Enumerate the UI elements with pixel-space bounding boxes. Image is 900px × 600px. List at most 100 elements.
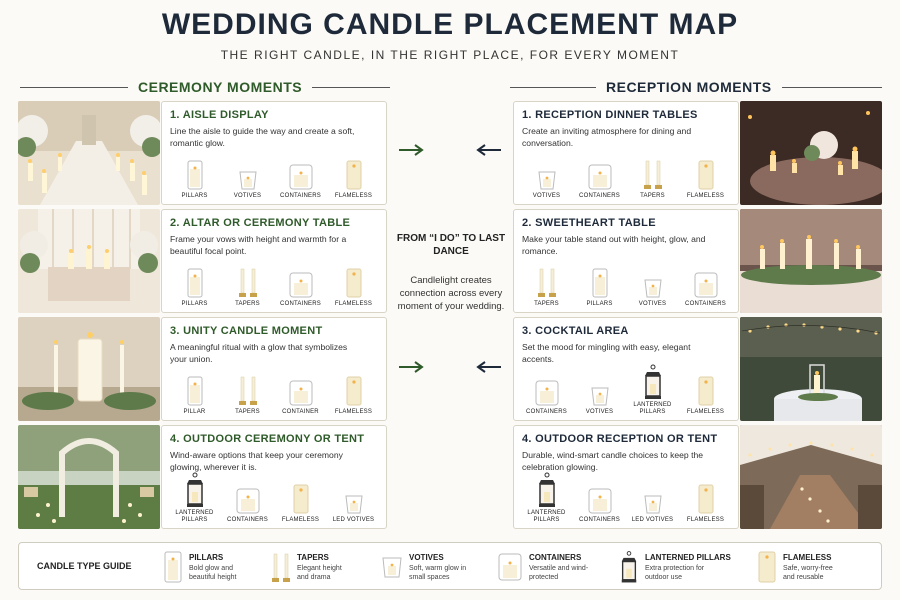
icon-label: CONTAINERS	[227, 517, 268, 523]
flameless-candle-icon	[346, 160, 361, 190]
icon-label: CONTAINERS	[579, 517, 620, 523]
icon-label: CONTAINERS	[685, 301, 726, 307]
votive-candle-icon	[643, 495, 662, 514]
guide-item-pillars: PILLARS Bold glow and beautiful height	[163, 549, 241, 585]
card-description: A meaningful ritual with a glow that sym…	[170, 342, 348, 364]
center-heading: FROM “I DO” TO LAST DANCE	[396, 233, 506, 257]
guide-item-containers: CONTAINERS Versatile and wind-protected	[497, 549, 589, 585]
icon-label: LANTERNED PILLARS	[527, 510, 566, 523]
icon-label: CONTAINERS	[280, 193, 321, 199]
guide-item-desc: Soft, warm glow in small spaces	[409, 564, 467, 581]
pillar-candle-icon	[164, 551, 182, 583]
guide-item-desc: Versatile and wind-protected	[529, 564, 589, 581]
icon-label: LANTERNED PILLARS	[175, 510, 214, 523]
lantern-icon	[621, 551, 637, 583]
icon-label: FLAMELESS	[281, 517, 320, 523]
icon-label: PILLARS	[181, 301, 208, 307]
guide-item-title: FLAMELESS	[783, 552, 832, 562]
pillar-candle-icon	[187, 160, 202, 190]
icon-label: FLAMELESS	[686, 517, 725, 523]
card-title: 1. RECEPTION DINNER TABLES	[522, 109, 698, 121]
flameless-candle-icon	[698, 484, 713, 514]
icon-label: PILLAR	[183, 409, 206, 415]
pillar-candle-icon	[592, 268, 607, 298]
page-subtitle: THE RIGHT CANDLE, IN THE RIGHT PLACE, FO…	[220, 48, 680, 62]
page-title: WEDDING CANDLE PLACEMENT MAP	[161, 8, 739, 41]
ceremony-card-unity: 3. UNITY CANDLE MOMENT A meaningful ritu…	[161, 317, 387, 421]
arrow-right-icon	[399, 361, 424, 373]
card-description: Make your table stand out with height, g…	[522, 234, 706, 256]
icon-label: FLAMELESS	[686, 409, 725, 415]
flameless-candle-icon	[698, 160, 713, 190]
outdoor-reception-photo	[740, 425, 882, 529]
icon-label: FLAMELESS	[334, 301, 373, 307]
icon-label: CONTAINER	[282, 409, 319, 415]
card-description: Durable, wind-smart candle choices to ke…	[522, 450, 704, 472]
taper-candle-icon	[238, 376, 257, 405]
votive-candle-icon	[537, 171, 556, 190]
icon-label: LED VOTIVES	[332, 517, 375, 523]
card-title: 3. COCKTAIL AREA	[522, 325, 629, 337]
taper-candle-icon	[643, 160, 662, 189]
container-candle-icon	[588, 488, 611, 514]
ceremony-section-header: CEREMONY MOMENTS	[20, 78, 390, 96]
reception-heading: RECEPTION MOMENTS	[606, 79, 772, 95]
altar-photo	[18, 209, 160, 313]
container-candle-icon	[535, 380, 558, 406]
dinner-tables-photo	[740, 101, 882, 205]
guide-item-desc: Bold glow and beautiful height	[189, 564, 237, 581]
divider-line	[781, 86, 882, 88]
divider-line	[312, 86, 390, 88]
card-description: Wind-aware options that keep your ceremo…	[170, 450, 343, 472]
flameless-candle-icon	[758, 551, 776, 583]
reception-section-header: RECEPTION MOMENTS	[510, 78, 882, 96]
guide-label: CANDLE TYPE GUIDE	[37, 561, 132, 571]
icon-label: LANTERNED PILLARS	[633, 402, 672, 415]
container-candle-icon	[289, 380, 312, 406]
icon-label: CONTAINERS	[280, 301, 321, 307]
card-title: 4. OUTDOOR CEREMONY OR TENT	[170, 433, 365, 445]
container-candle-icon	[694, 272, 717, 298]
votive-candle-icon	[238, 171, 257, 190]
card-description: Line the aisle to guide the way and crea…	[170, 126, 355, 148]
cocktail-area-photo	[740, 317, 882, 421]
pillar-candle-icon	[187, 376, 202, 406]
card-description: Set the mood for mingling with easy, ele…	[522, 342, 691, 364]
sweetheart-table-photo	[740, 209, 882, 313]
votive-candle-icon	[344, 495, 363, 514]
icon-label: PILLARS	[586, 301, 613, 307]
card-title: 2. SWEETHEART TABLE	[522, 217, 656, 229]
ceremony-card-aisle: 1. AISLE DISPLAY Line the aisle to guide…	[161, 101, 387, 205]
candle-type-guide: CANDLE TYPE GUIDE PILLARS Bold glow and b…	[18, 542, 882, 590]
guide-item-title: PILLARS	[189, 552, 224, 562]
icon-label: TAPERS	[235, 409, 260, 415]
container-candle-icon	[236, 488, 259, 514]
aisle-photo	[18, 101, 160, 205]
ceremony-heading: CEREMONY MOMENTS	[138, 79, 303, 95]
flameless-candle-icon	[293, 484, 308, 514]
container-candle-icon	[289, 272, 312, 298]
icon-label: FLAMELESS	[334, 193, 373, 199]
icon-label: FLAMELESS	[686, 193, 725, 199]
card-title: 3. UNITY CANDLE MOMENT	[170, 325, 323, 337]
divider-line	[20, 86, 128, 88]
votive-candle-icon	[643, 279, 662, 298]
flameless-candle-icon	[698, 376, 713, 406]
reception-card-cocktail: 3. COCKTAIL AREA Set the mood for mingli…	[513, 317, 739, 421]
flameless-candle-icon	[346, 268, 361, 298]
container-candle-icon	[498, 553, 522, 581]
icon-label: LED VOTIVES	[631, 517, 674, 523]
taper-candle-icon	[238, 268, 257, 297]
card-description: Create an inviting atmosphere for dining…	[522, 126, 692, 148]
container-candle-icon	[289, 164, 312, 190]
center-body: Candlelight creates connection across ev…	[397, 275, 505, 312]
icon-label: FLAMELESS	[334, 409, 373, 415]
guide-item-title: CONTAINERS	[529, 552, 582, 562]
icon-label: TAPERS	[534, 301, 559, 307]
guide-item-desc: Elegant height and drama	[297, 564, 342, 581]
card-title: 2. ALTAR OR CEREMONY TABLE	[170, 217, 351, 229]
icon-label: VOTIVES	[638, 301, 667, 307]
